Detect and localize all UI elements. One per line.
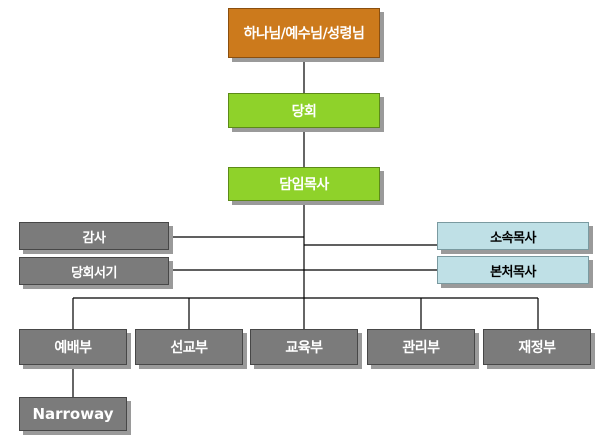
node-senior-pastor-label: 담임목사 <box>279 177 329 193</box>
node-council: 당회 <box>228 93 380 128</box>
node-management-dept: 관리부 <box>367 329 475 365</box>
node-senior-pastor: 담임목사 <box>228 167 380 201</box>
node-education-dept-label: 교육부 <box>285 340 323 356</box>
node-management-dept-label: 관리부 <box>402 340 440 356</box>
node-head-office-pastor-label: 본처목사 <box>490 264 536 280</box>
node-worship-dept-label: 예배부 <box>54 340 92 356</box>
node-mission-dept-label: 선교부 <box>170 340 208 356</box>
node-auditor-label: 감사 <box>82 230 106 246</box>
node-trinity-label: 하나님/예수님/성령님 <box>243 26 365 42</box>
node-mission-dept: 선교부 <box>135 329 243 365</box>
node-trinity: 하나님/예수님/성령님 <box>228 8 380 58</box>
node-council-clerk: 당회서기 <box>19 257 169 285</box>
node-council-label: 당회 <box>291 103 317 120</box>
node-council-clerk-label: 당회서기 <box>71 265 117 281</box>
node-associate-pastor: 소속목사 <box>437 222 589 250</box>
node-finance-dept-label: 재정부 <box>518 340 556 356</box>
node-auditor: 감사 <box>19 222 169 250</box>
node-education-dept: 교육부 <box>250 329 358 365</box>
node-associate-pastor-label: 소속목사 <box>490 230 536 246</box>
node-head-office-pastor: 본처목사 <box>437 256 589 284</box>
node-narroway: Narroway <box>19 397 127 431</box>
node-finance-dept: 재정부 <box>483 329 591 365</box>
node-worship-dept: 예배부 <box>19 329 127 365</box>
node-narroway-label: Narroway <box>32 405 114 423</box>
